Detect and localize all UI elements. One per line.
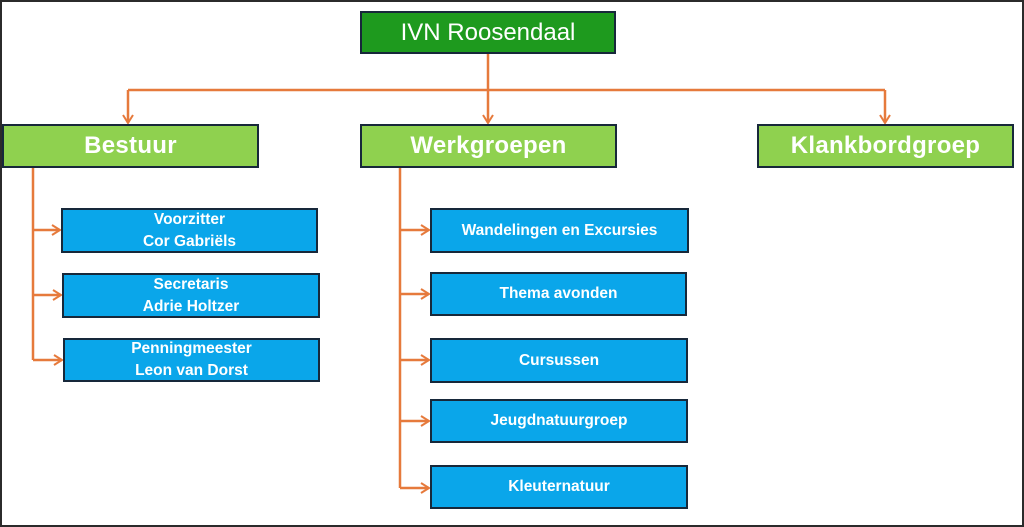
member-name: Cor Gabriëls (142, 232, 237, 250)
node-bestuur: Bestuur (2, 124, 259, 168)
node-root-label: IVN Roosendaal (400, 18, 576, 46)
item-label: Kleuternatuur (508, 478, 610, 495)
node-klankbordgroep: Klankbordgroep (757, 124, 1014, 168)
member-role: Secretaris (153, 275, 229, 293)
node-thema-avonden: Thema avonden (430, 272, 687, 316)
node-werkgroepen: Werkgroepen (360, 124, 617, 168)
node-jeugdnatuurgroep: Jeugdnatuurgroep (430, 399, 688, 443)
node-kleuternatuur: Kleuternatuur (430, 465, 688, 509)
member-role: Voorzitter (153, 210, 226, 228)
member-role: Penningmeester (131, 340, 252, 357)
node-voorzitter: Voorzitter Cor Gabriëls (61, 208, 318, 253)
item-label: Cursussen (518, 351, 600, 369)
member-name: Leon van Dorst (135, 362, 248, 379)
node-bestuur-label: Bestuur (84, 132, 177, 159)
node-root: IVN Roosendaal (360, 11, 616, 54)
item-label: Wandelingen en Excursies (461, 221, 658, 239)
node-cursussen: Cursussen (430, 338, 688, 383)
item-label: Thema avonden (499, 285, 618, 302)
node-penningmeester: Penningmeester Leon van Dorst (63, 338, 320, 382)
node-wandelingen-en-excursies: Wandelingen en Excursies (430, 208, 689, 253)
member-name: Adrie Holtzer (142, 297, 240, 315)
node-werkgroepen-label: Werkgroepen (410, 132, 567, 159)
node-klankbordgroep-label: Klankbordgroep (790, 132, 981, 159)
node-secretaris: Secretaris Adrie Holtzer (62, 273, 320, 318)
item-label: Jeugdnatuurgroep (490, 412, 628, 429)
